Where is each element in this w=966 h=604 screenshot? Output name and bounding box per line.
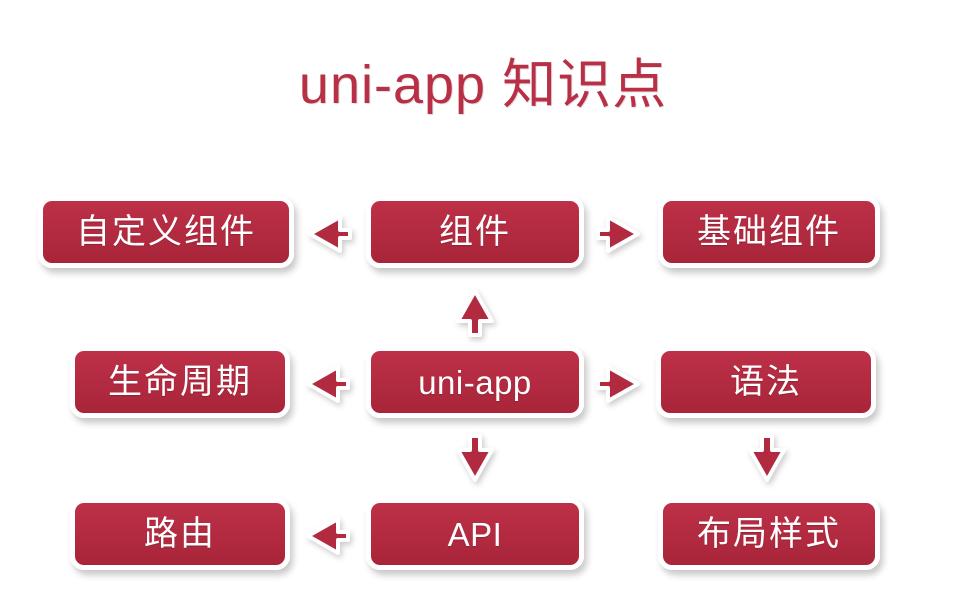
node-label: 布局样式 (697, 515, 841, 553)
arrow-uniapp-to-syntax-icon (592, 356, 648, 412)
node-base-component[interactable]: 基础组件 (658, 196, 880, 268)
arrow-syntax-to-layout-style-icon (739, 428, 795, 486)
node-component[interactable]: 组件 (366, 196, 584, 268)
node-label: 生命周期 (108, 363, 252, 401)
arrow-uniapp-to-component-icon (447, 285, 503, 343)
node-custom-component[interactable]: 自定义组件 (38, 196, 294, 268)
node-label: uni-app (418, 363, 532, 401)
node-syntax[interactable]: 语法 (656, 346, 876, 418)
node-lifecycle[interactable]: 生命周期 (70, 346, 290, 418)
node-layout-style[interactable]: 布局样式 (658, 498, 880, 570)
node-label: 组件 (439, 213, 511, 251)
arrow-api-to-router-icon (298, 508, 354, 564)
node-label: API (447, 515, 503, 553)
node-label: 路由 (144, 515, 216, 553)
arrow-component-to-custom-component-icon (300, 206, 356, 262)
node-uni-app[interactable]: uni-app (366, 346, 584, 418)
node-api[interactable]: API (366, 498, 584, 570)
node-label: 基础组件 (697, 213, 841, 251)
arrow-uniapp-to-lifecycle-icon (298, 356, 354, 412)
page-title: uni-app 知识点 (298, 55, 668, 116)
arrow-uniapp-to-api-icon (447, 428, 503, 486)
arrow-component-to-base-component-icon (592, 206, 648, 262)
node-label: 语法 (730, 363, 802, 401)
node-router[interactable]: 路由 (70, 498, 290, 570)
node-label: 自定义组件 (76, 213, 256, 251)
